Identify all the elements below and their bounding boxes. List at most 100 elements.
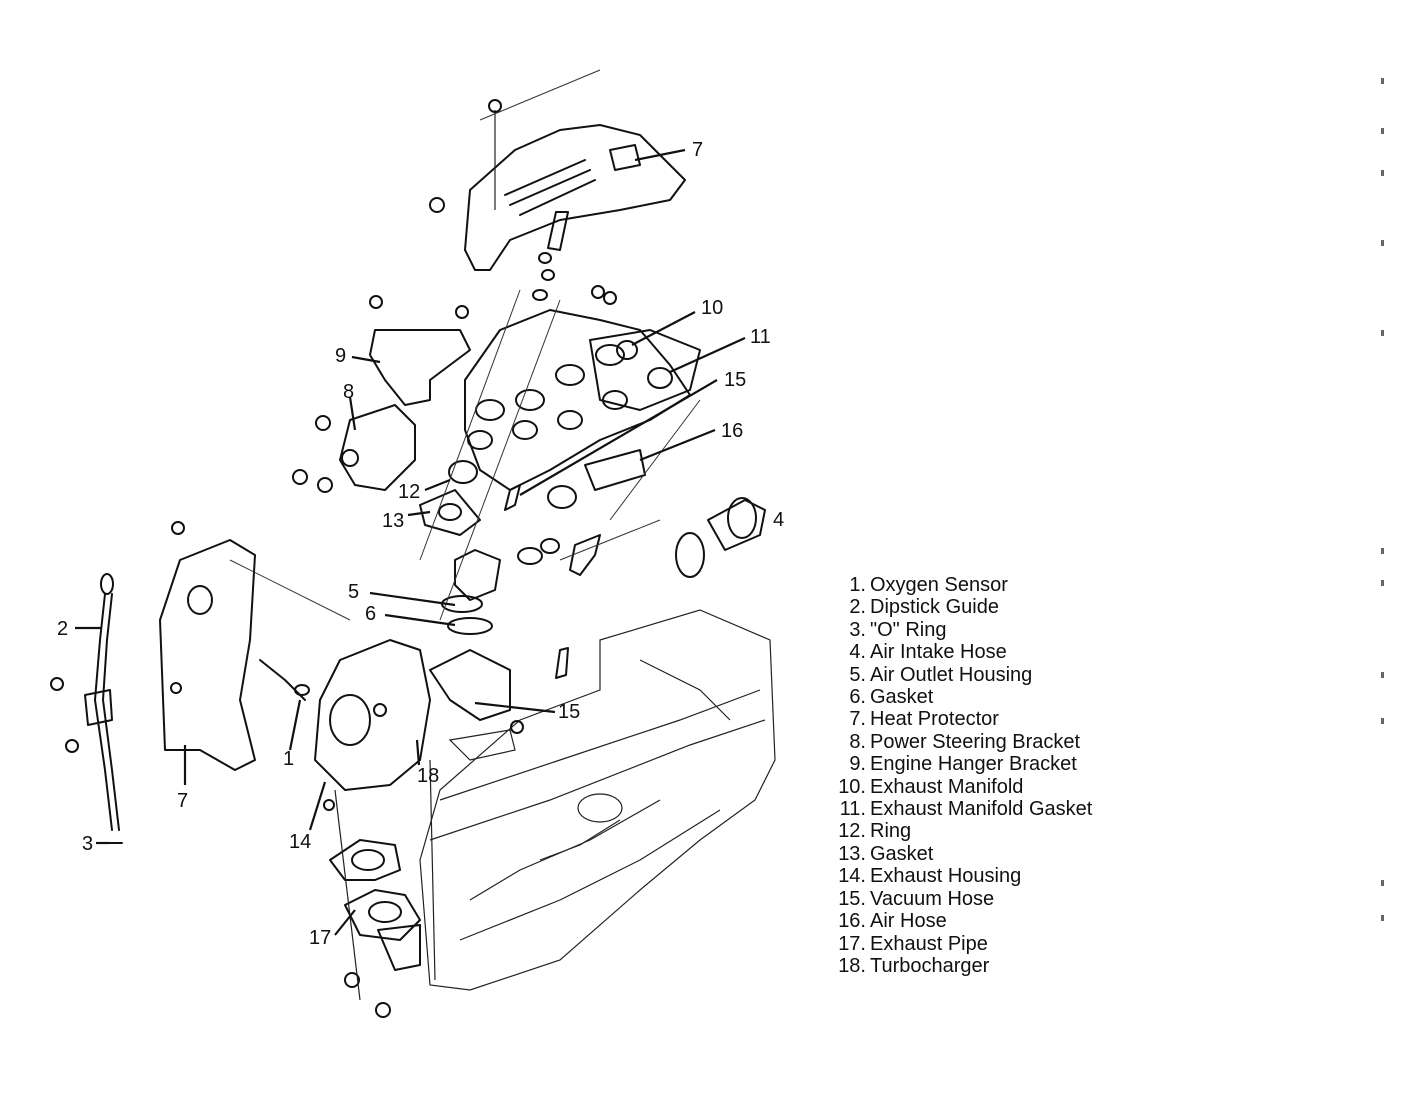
legend-label: Exhaust Housing: [870, 865, 1022, 888]
legend-item: 4.Air Intake Hose: [834, 641, 1092, 663]
legend-number: 18.: [838, 954, 866, 977]
legend-label: Power Steering Bracket: [870, 730, 1081, 753]
legend-number: 7.: [849, 708, 866, 731]
legend-label: "O" Ring: [870, 618, 947, 641]
margin-mark: [1381, 128, 1384, 134]
callout-3: 3: [82, 833, 93, 855]
legend-item: 6.Gasket: [834, 686, 1092, 708]
turbocharger: [314, 639, 569, 791]
margin-mark: [1381, 78, 1384, 84]
exhaust-manifold: [464, 252, 691, 491]
legend-number: 14.: [838, 865, 866, 888]
power-steering-bracket: [292, 404, 416, 493]
ring-gasket-outlet: [419, 460, 521, 635]
margin-mark: [1381, 672, 1384, 678]
legend-label: Exhaust Manifold: [870, 775, 1024, 798]
legend-label: Heat Protector: [870, 708, 999, 731]
legend-item: 3."O" Ring: [834, 619, 1092, 641]
legend-label: Dipstick Guide: [870, 596, 999, 619]
exhaust-manifold-gasket: [589, 329, 701, 411]
legend-number: 1.: [849, 574, 866, 596]
engine-block: [419, 609, 776, 991]
engine-hanger-bracket: [369, 285, 617, 406]
oxygen-sensor: [259, 659, 310, 701]
legend-number: 12.: [838, 820, 866, 843]
callout-15-top: 15: [724, 369, 746, 391]
margin-mark: [1381, 580, 1384, 586]
margin-mark: [1381, 240, 1384, 246]
dipstick-guide: [50, 573, 123, 844]
callout-7-top: 7: [692, 139, 703, 161]
legend-item: 16.Air Hose: [834, 910, 1092, 932]
legend-label: Oxygen Sensor: [870, 574, 1008, 596]
callout-2: 2: [57, 618, 68, 640]
callout-6: 6: [365, 603, 376, 625]
callout-15-bottom: 15: [558, 701, 580, 723]
leader-lines: [75, 148, 746, 936]
legend-label: Air Intake Hose: [870, 641, 1007, 664]
legend-item: 15.Vacuum Hose: [834, 888, 1092, 910]
margin-mark: [1381, 170, 1384, 176]
legend-number: 11.: [839, 798, 866, 821]
legend-item: 1.Oxygen Sensor: [834, 574, 1092, 596]
legend-label: Ring: [870, 820, 912, 843]
legend-label: Exhaust Manifold Gasket: [870, 798, 1093, 821]
legend-number: 17.: [838, 932, 866, 955]
legend-number: 15.: [838, 887, 866, 910]
legend-item: 9.Engine Hanger Bracket: [834, 753, 1092, 775]
legend-number: 2.: [849, 596, 866, 619]
legend-item: 13.Gasket: [834, 843, 1092, 865]
callout-7-bottom: 7: [177, 790, 188, 812]
callout-14: 14: [289, 831, 311, 853]
callout-13: 13: [382, 510, 404, 532]
legend-label: Engine Hanger Bracket: [870, 753, 1077, 776]
callout-11: 11: [750, 326, 771, 348]
legend-number: 5.: [849, 663, 866, 686]
callout-18: 18: [417, 765, 439, 787]
legend-label: Vacuum Hose: [870, 887, 995, 910]
legend-item: 17.Exhaust Pipe: [834, 933, 1092, 955]
alignment-lines: [229, 289, 701, 621]
margin-mark: [1381, 548, 1384, 554]
legend-item: 5.Air Outlet Housing: [834, 664, 1092, 686]
legend-item: 10.Exhaust Manifold: [834, 776, 1092, 798]
legend-item: 11.Exhaust Manifold Gasket: [834, 798, 1093, 821]
parts-legend: 1.Oxygen Sensor 2.Dipstick Guide 3."O" R…: [834, 574, 1092, 977]
air-hose-assembly: [517, 449, 766, 578]
callout-16: 16: [721, 420, 743, 442]
callout-12: 12: [398, 481, 420, 503]
legend-item: 14.Exhaust Housing: [834, 865, 1092, 887]
legend-number: 4.: [849, 641, 866, 664]
legend-number: 13.: [838, 842, 866, 865]
legend-item: 8.Power Steering Bracket: [834, 731, 1092, 753]
legend-label: Air Hose: [870, 910, 947, 933]
legend-label: Air Outlet Housing: [870, 663, 1033, 686]
legend-number: 10.: [838, 775, 866, 798]
legend-number: 8.: [849, 730, 866, 753]
legend-label: Exhaust Pipe: [870, 932, 988, 955]
legend-item: 18.Turbocharger: [834, 955, 1092, 977]
legend-number: 9.: [849, 753, 866, 776]
heat-protector-lower: [159, 521, 256, 771]
margin-mark: [1381, 718, 1384, 724]
legend-item: 7.Heat Protector: [834, 708, 1092, 730]
callout-9: 9: [335, 345, 346, 367]
margin-mark: [1381, 880, 1384, 886]
callout-5: 5: [348, 581, 359, 603]
legend-label: Turbocharger: [870, 954, 990, 977]
legend-label: Gasket: [870, 842, 934, 865]
callout-17: 17: [309, 927, 331, 949]
callout-8: 8: [343, 381, 354, 403]
legend-item: 12.Ring: [834, 820, 1092, 842]
margin-mark: [1381, 915, 1384, 921]
legend-item: 2.Dipstick Guide: [834, 596, 1092, 618]
margin-mark: [1381, 330, 1384, 336]
legend-number: 16.: [838, 910, 866, 933]
heat-protector-top: [429, 69, 686, 271]
callout-1: 1: [283, 748, 294, 770]
legend-number: 3.: [849, 618, 866, 641]
legend-number: 6.: [849, 686, 866, 709]
callout-10: 10: [701, 297, 723, 319]
callout-4: 4: [773, 509, 784, 531]
